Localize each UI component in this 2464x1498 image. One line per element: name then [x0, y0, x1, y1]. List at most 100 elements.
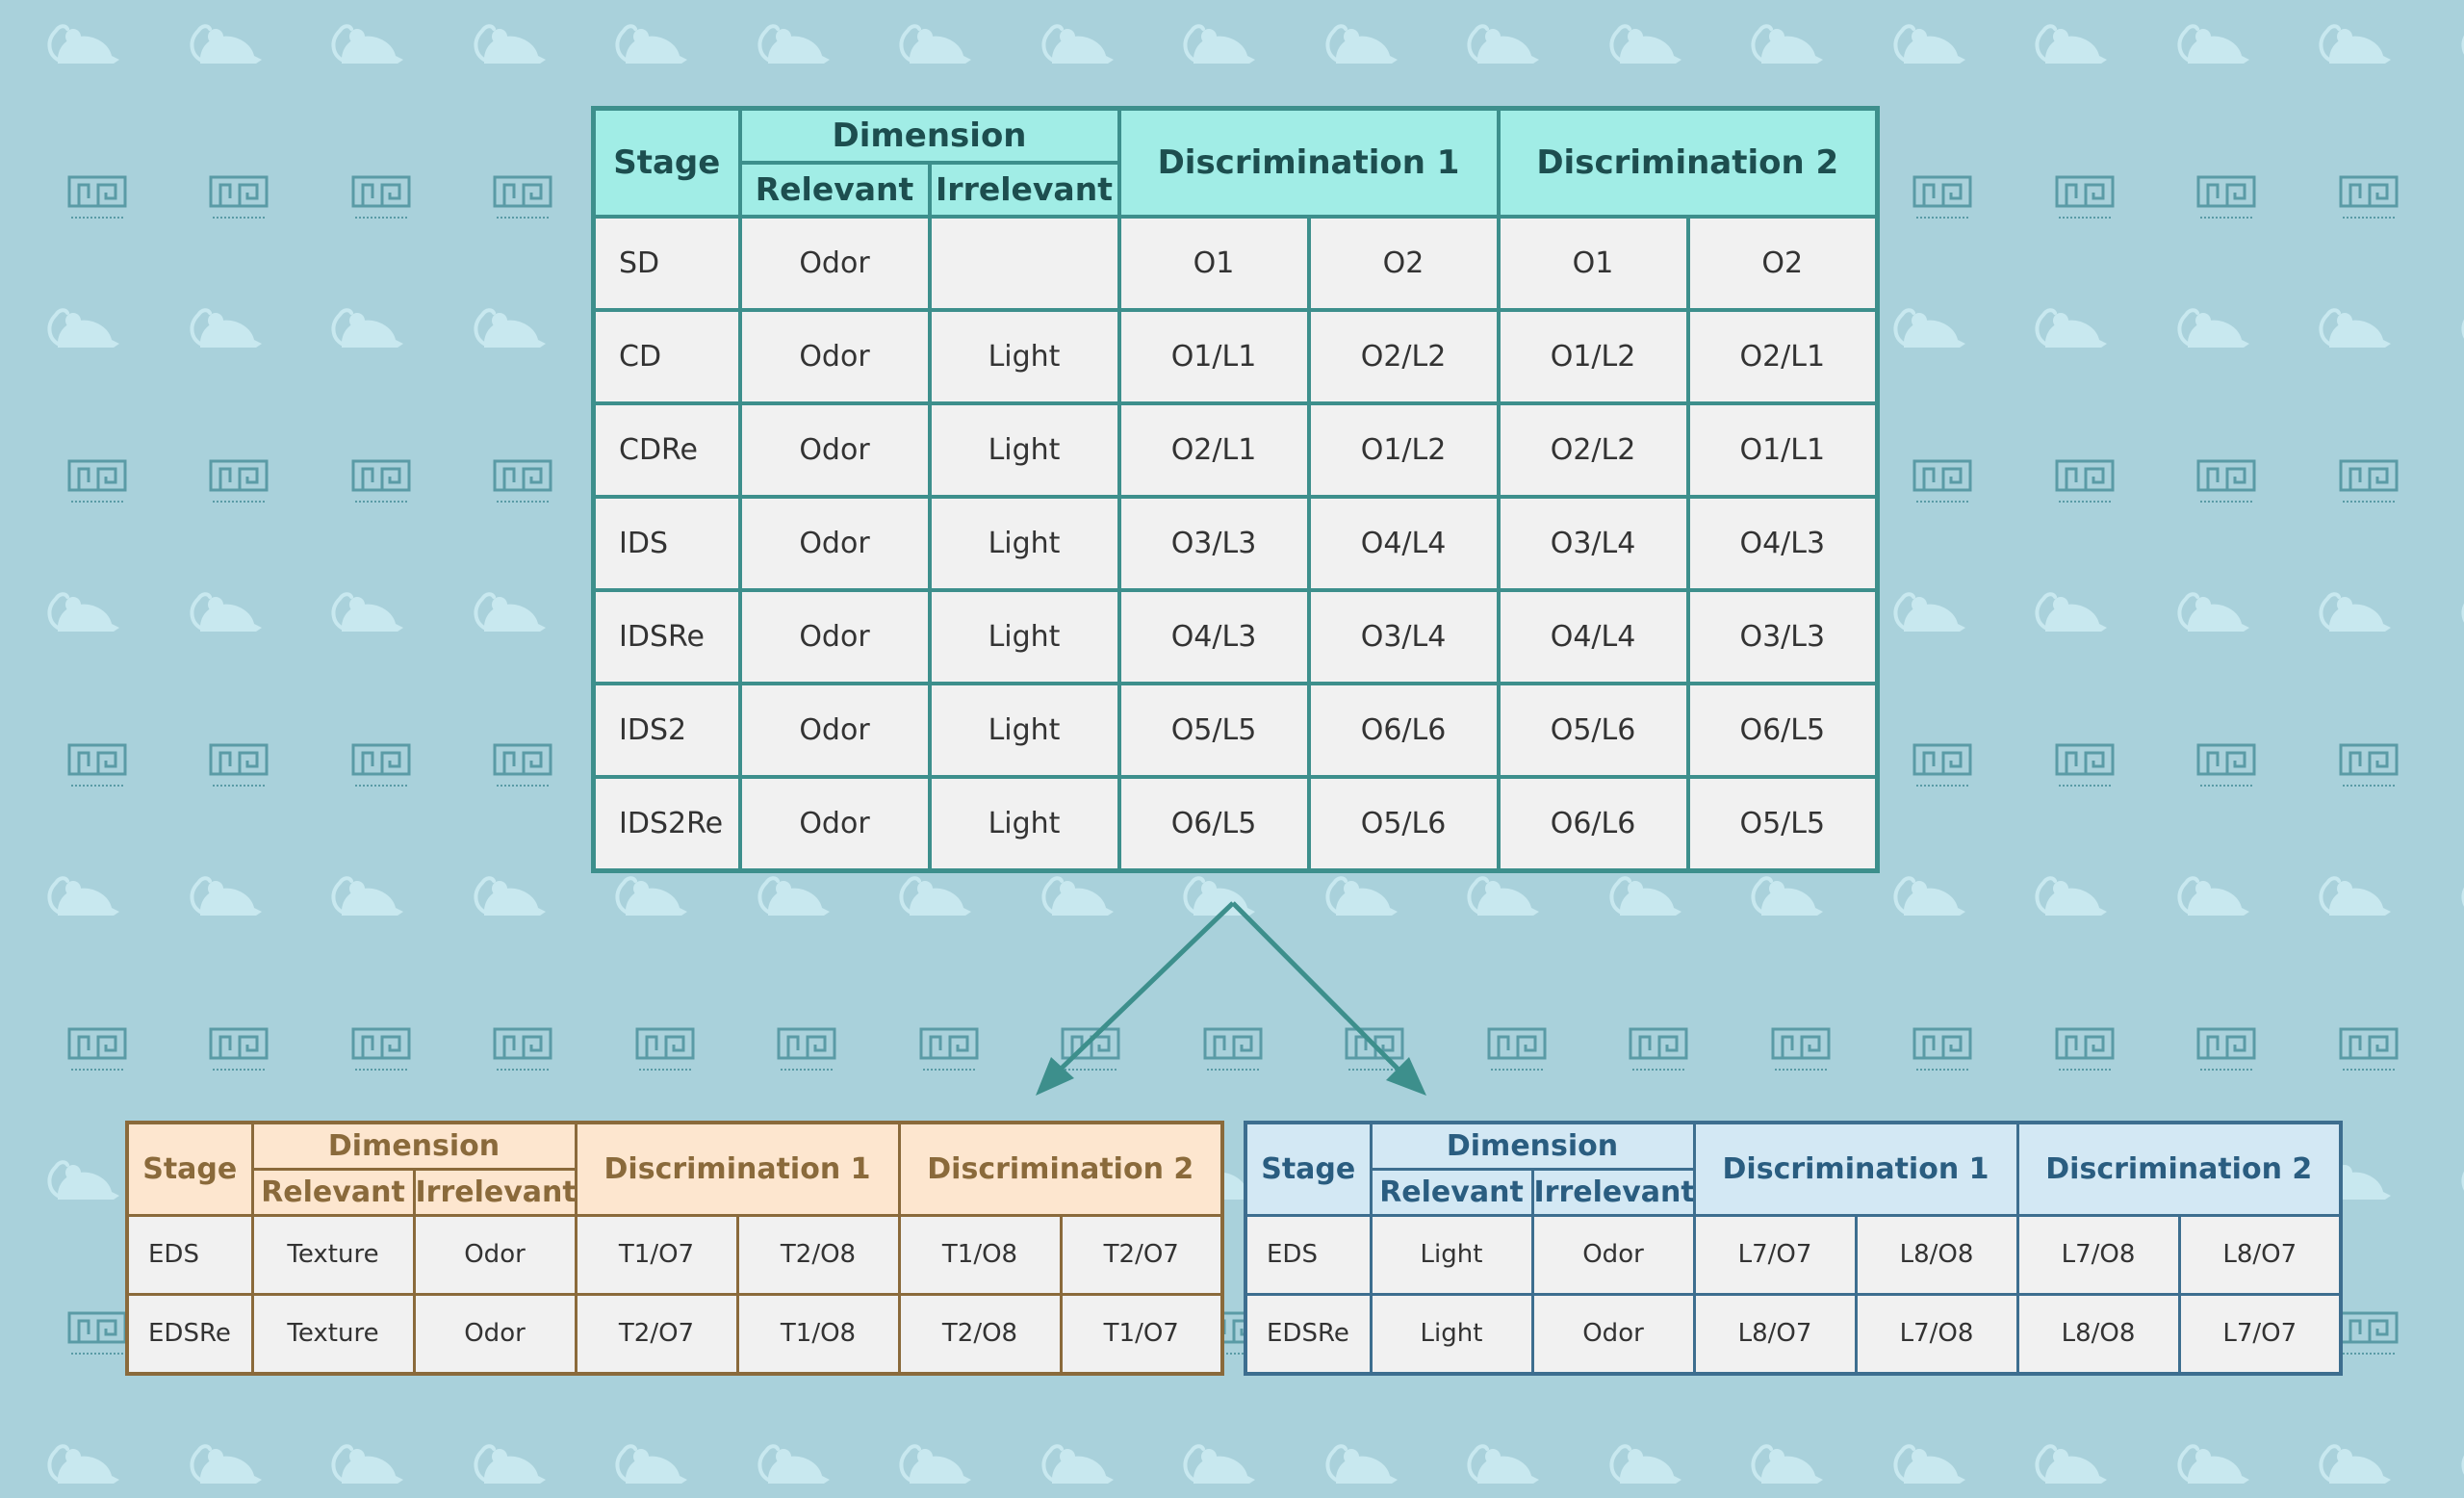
disc2-a-cell: O1/L2 [1496, 307, 1690, 405]
table-row: IDS2 Odor Light O5/L5 O6/L6 O5/L6 O6/L5 [591, 681, 1880, 779]
disc2-a-cell: O2/L2 [1496, 400, 1690, 499]
irrelevant-cell: Odor [1530, 1213, 1696, 1296]
disc1-b-cell: O1/L2 [1306, 400, 1501, 499]
stage-cell: EDSRe [125, 1292, 254, 1375]
table-row: CDRe Odor Light O2/L1 O1/L2 O2/L2 O1/L1 [591, 400, 1880, 499]
header-dimension: Dimension [250, 1121, 578, 1171]
header-discrimination-2: Discrimination 2 [1496, 106, 1880, 219]
disc2-a-cell: O5/L6 [1496, 681, 1690, 779]
disc1-a-cell: L7/O7 [1692, 1213, 1858, 1296]
table-row: EDSRe Light Odor L8/O7 L7/O8 L8/O8 L7/O7 [1244, 1292, 2343, 1375]
header-relevant: Relevant [1369, 1167, 1534, 1217]
disc1-b-cell: O4/L4 [1306, 494, 1501, 592]
stage-cell: IDS2Re [591, 774, 742, 872]
disc1-a-cell: O1/L1 [1116, 307, 1311, 405]
header-relevant: Relevant [250, 1167, 416, 1217]
arrow-right [1231, 901, 1409, 1080]
header-discrimination-1: Discrimination 1 [1692, 1121, 2019, 1217]
disc2-a-cell: L7/O8 [2015, 1213, 2181, 1296]
table-row: IDS Odor Light O3/L3 O4/L4 O3/L4 O4/L3 [591, 494, 1880, 592]
disc2-b-cell: O6/L5 [1685, 681, 1880, 779]
stage-cell: EDS [1244, 1213, 1373, 1296]
disc2-a-cell: T2/O8 [897, 1292, 1063, 1375]
header-irrelevant: Irrelevant [412, 1167, 578, 1217]
irrelevant-cell: Odor [412, 1292, 578, 1375]
stage-cell: SD [591, 214, 742, 312]
arrow-right-head [1386, 1057, 1426, 1096]
table-row: CD Odor Light O1/L1 O2/L2 O1/L2 O2/L1 [591, 307, 1880, 405]
irrelevant-cell: Odor [1530, 1292, 1696, 1375]
arrow-left-head [1036, 1057, 1074, 1096]
disc1-a-cell: O5/L5 [1116, 681, 1311, 779]
header-discrimination-2: Discrimination 2 [897, 1121, 1224, 1217]
disc1-a-cell: O2/L1 [1116, 400, 1311, 499]
disc1-b-cell: O5/L6 [1306, 774, 1501, 872]
relevant-cell: Odor [737, 494, 932, 592]
disc2-a-cell: O6/L6 [1496, 774, 1690, 872]
disc2-a-cell: O4/L4 [1496, 587, 1690, 685]
disc2-b-cell: T2/O7 [1059, 1213, 1224, 1296]
texture-eds-table: Stage Dimension Discrimination 1 Discrim… [125, 1121, 1225, 1376]
disc1-b-cell: O2 [1306, 214, 1501, 312]
disc1-b-cell: O3/L4 [1306, 587, 1501, 685]
disc1-a-cell: O3/L3 [1116, 494, 1311, 592]
header-stage: Stage [125, 1121, 254, 1217]
disc2-b-cell: O5/L5 [1685, 774, 1880, 872]
disc1-a-cell: T2/O7 [574, 1292, 739, 1375]
relevant-cell: Odor [737, 307, 932, 405]
disc1-a-cell: T1/O7 [574, 1213, 739, 1296]
irrelevant-cell: Odor [412, 1213, 578, 1296]
arrow-left [1049, 901, 1235, 1080]
table-row: IDS2Re Odor Light O6/L5 O5/L6 O6/L6 O5/L… [591, 774, 1880, 872]
relevant-cell: Texture [250, 1213, 416, 1296]
disc1-a-cell: O1 [1116, 214, 1311, 312]
disc2-b-cell: T1/O7 [1059, 1292, 1224, 1375]
stage-cell: EDS [125, 1213, 254, 1296]
disc2-b-cell: L7/O7 [2177, 1292, 2343, 1375]
relevant-cell: Light [1369, 1292, 1534, 1375]
disc1-b-cell: T2/O8 [735, 1213, 901, 1296]
disc1-b-cell: O2/L2 [1306, 307, 1501, 405]
table-row: SD Odor O1 O2 O1 O2 [591, 214, 1880, 312]
irrelevant-cell: Light [927, 494, 1121, 592]
stage-cell: CDRe [591, 400, 742, 499]
irrelevant-cell: Light [927, 400, 1121, 499]
disc2-a-cell: L8/O8 [2015, 1292, 2181, 1375]
header-stage: Stage [1244, 1121, 1373, 1217]
irrelevant-cell: Light [927, 681, 1121, 779]
irrelevant-cell: Light [927, 774, 1121, 872]
header-relevant: Relevant [737, 160, 932, 219]
disc2-a-cell: O1 [1496, 214, 1690, 312]
light-eds-table: Stage Dimension Discrimination 1 Discrim… [1244, 1121, 2344, 1376]
table-row: EDS Light Odor L7/O7 L8/O8 L7/O8 L8/O7 [1244, 1213, 2343, 1296]
disc2-a-cell: O3/L4 [1496, 494, 1690, 592]
disc1-b-cell: T1/O8 [735, 1292, 901, 1375]
stage-cell: IDSRe [591, 587, 742, 685]
header-stage: Stage [591, 106, 742, 219]
header-discrimination-1: Discrimination 1 [574, 1121, 901, 1217]
header-dimension: Dimension [737, 106, 1121, 165]
disc2-b-cell: O1/L1 [1685, 400, 1880, 499]
disc1-a-cell: O6/L5 [1116, 774, 1311, 872]
table-row: EDS Texture Odor T1/O7 T2/O8 T1/O8 T2/O7 [125, 1213, 1224, 1296]
table-row: IDSRe Odor Light O4/L3 O3/L4 O4/L4 O3/L3 [591, 587, 1880, 685]
relevant-cell: Light [1369, 1213, 1534, 1296]
header-dimension: Dimension [1369, 1121, 1696, 1171]
disc2-b-cell: O2/L1 [1685, 307, 1880, 405]
stage-cell: IDS [591, 494, 742, 592]
header-discrimination-2: Discrimination 2 [2015, 1121, 2343, 1217]
table-row: EDSRe Texture Odor T2/O7 T1/O8 T2/O8 T1/… [125, 1292, 1224, 1375]
stage-cell: EDSRe [1244, 1292, 1373, 1375]
header-irrelevant: Irrelevant [927, 160, 1121, 219]
relevant-cell: Texture [250, 1292, 416, 1375]
relevant-cell: Odor [737, 774, 932, 872]
irrelevant-cell: Light [927, 307, 1121, 405]
relevant-cell: Odor [737, 400, 932, 499]
disc2-b-cell: L8/O7 [2177, 1213, 2343, 1296]
disc2-a-cell: T1/O8 [897, 1213, 1063, 1296]
irrelevant-cell: Light [927, 587, 1121, 685]
stage-cell: IDS2 [591, 681, 742, 779]
relevant-cell: Odor [737, 214, 932, 312]
stage-cell: CD [591, 307, 742, 405]
